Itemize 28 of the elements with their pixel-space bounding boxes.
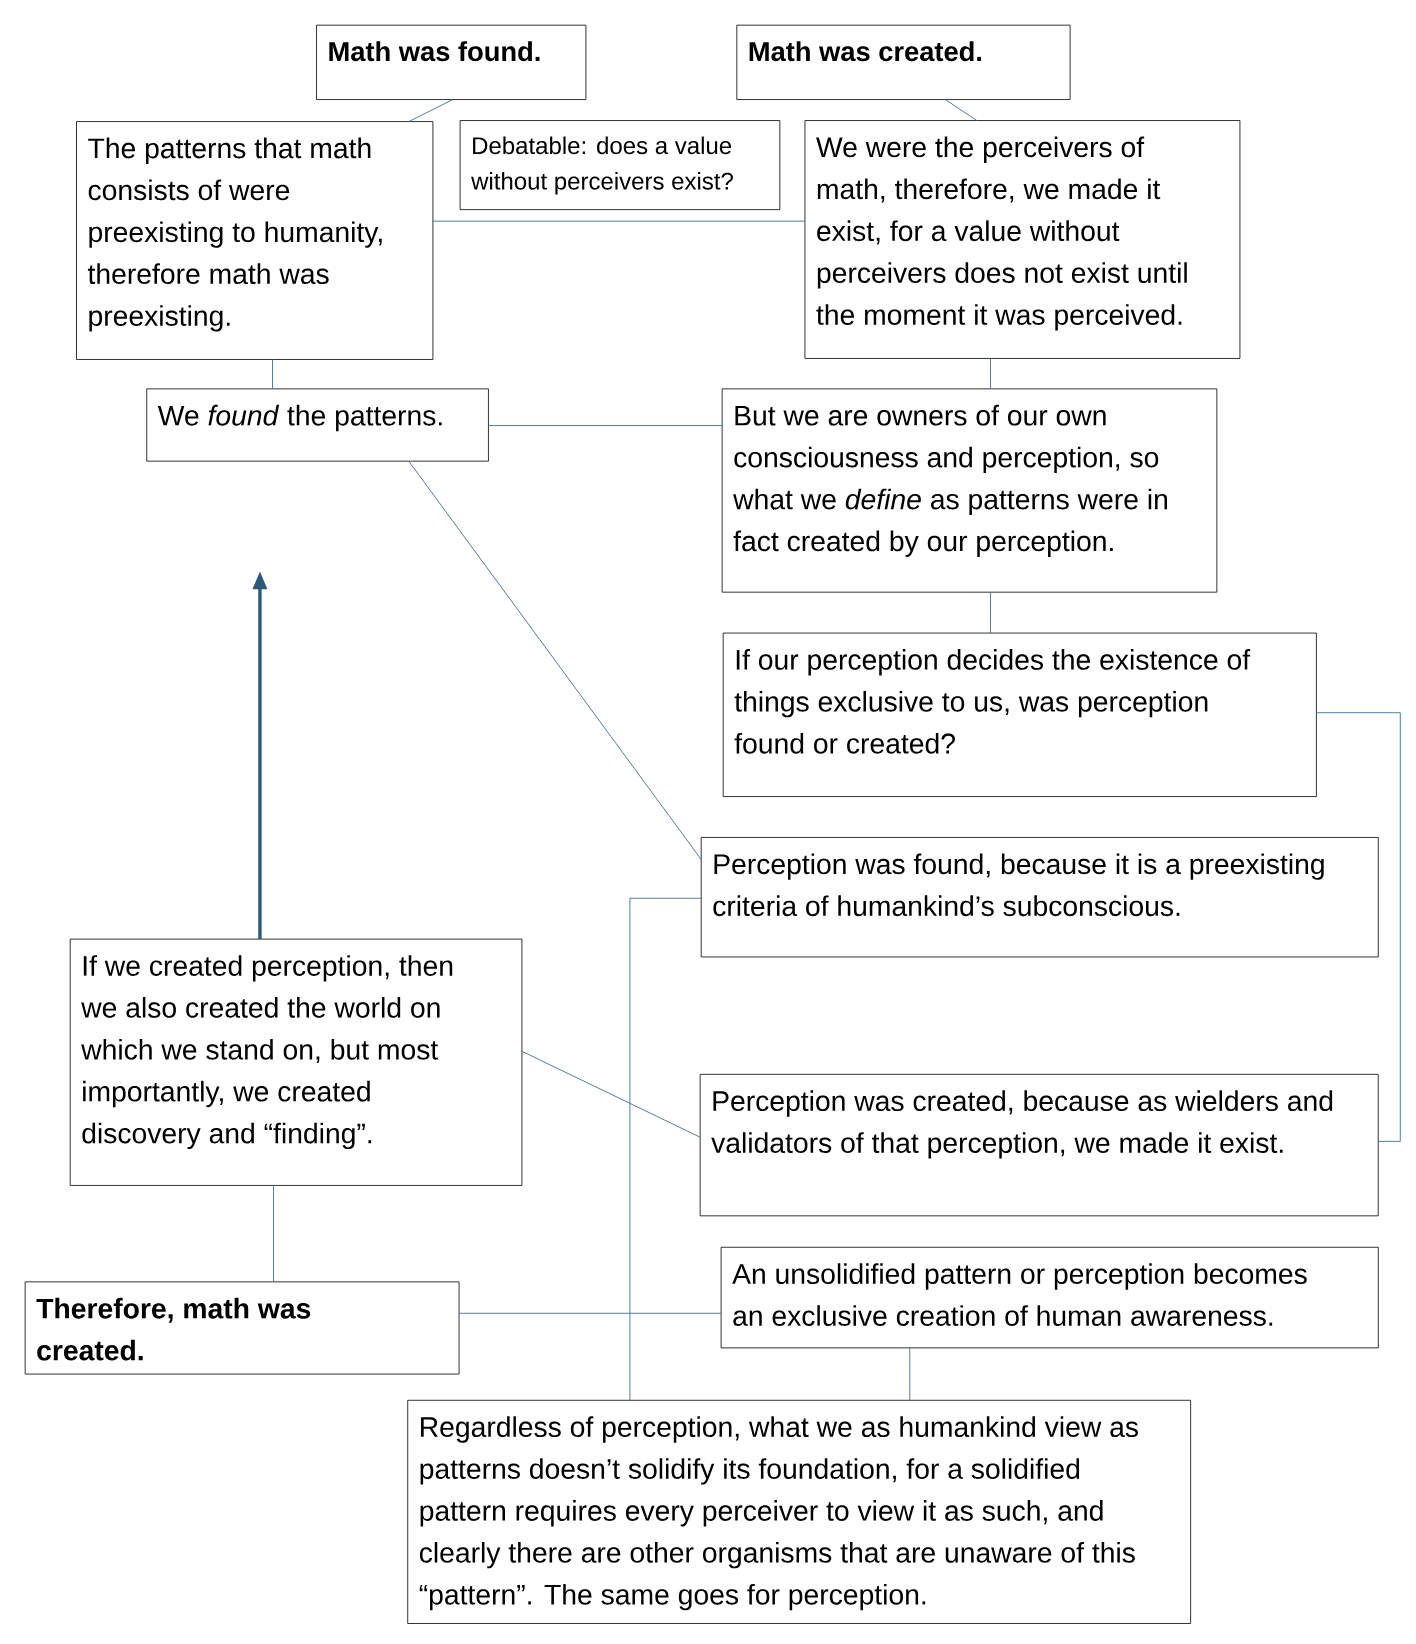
connector-line	[909, 1347, 911, 1401]
text-box: An unsolidified pattern or perception becomes an exclusive creation of human awareness.	[720, 1246, 1379, 1349]
connector-line	[408, 460, 702, 860]
connector-line	[273, 1184, 274, 1283]
connector-line	[629, 897, 702, 1401]
note-box: Debatable: does a value without perceivers exist?	[459, 120, 781, 211]
text-box: Perception was found, because it is a preexisting criteria of humankind’s subconscious.	[700, 837, 1379, 958]
text-box: The patterns that math consists of were preexisting to humanity, therefore math was preexisting.	[76, 121, 434, 360]
connector-line	[408, 99, 454, 123]
connector-line	[432, 220, 806, 222]
text-box: If our perception decides the existence of things exclusive to us, was perception found or created?	[722, 632, 1317, 797]
connector-line	[272, 359, 273, 390]
text-box: But we are owners of our own consciousness and perception, so what we define as patterns were in fact created by our perception.	[721, 388, 1218, 593]
text-box: We found the patterns.	[146, 388, 489, 462]
connector-line	[990, 591, 991, 634]
text-box: Math was created.	[736, 24, 1071, 100]
connector-line	[488, 425, 723, 426]
text-box: Perception was created, because as wielders and validators of that perception, we made it exist.	[699, 1073, 1379, 1217]
connector-line	[521, 1050, 701, 1138]
connector-line	[990, 358, 991, 390]
text-box: Regardless of perception, what we as humankind view as patterns doesn’t solidify its foundation, for a solidified pattern requires every perceiver to view it as such, and clearly there are other organisms that are unaware of this “pattern”. The same goes for perception.	[407, 1399, 1191, 1624]
text-box: Math was found.	[316, 24, 587, 100]
text-box: Therefore, math was created.	[24, 1281, 460, 1375]
text-box: If we created perception, then we also created the world on which we stand on, but most importantly, we created discovery and “finding”.	[69, 938, 523, 1186]
connector-line	[458, 1312, 722, 1314]
text-box: We were the perceivers of math, therefore, we made it exist, for a value without perceivers does not exist until the moment it was perceived.	[804, 120, 1241, 359]
connector-line	[944, 99, 978, 121]
connector-line	[1315, 712, 1401, 1142]
